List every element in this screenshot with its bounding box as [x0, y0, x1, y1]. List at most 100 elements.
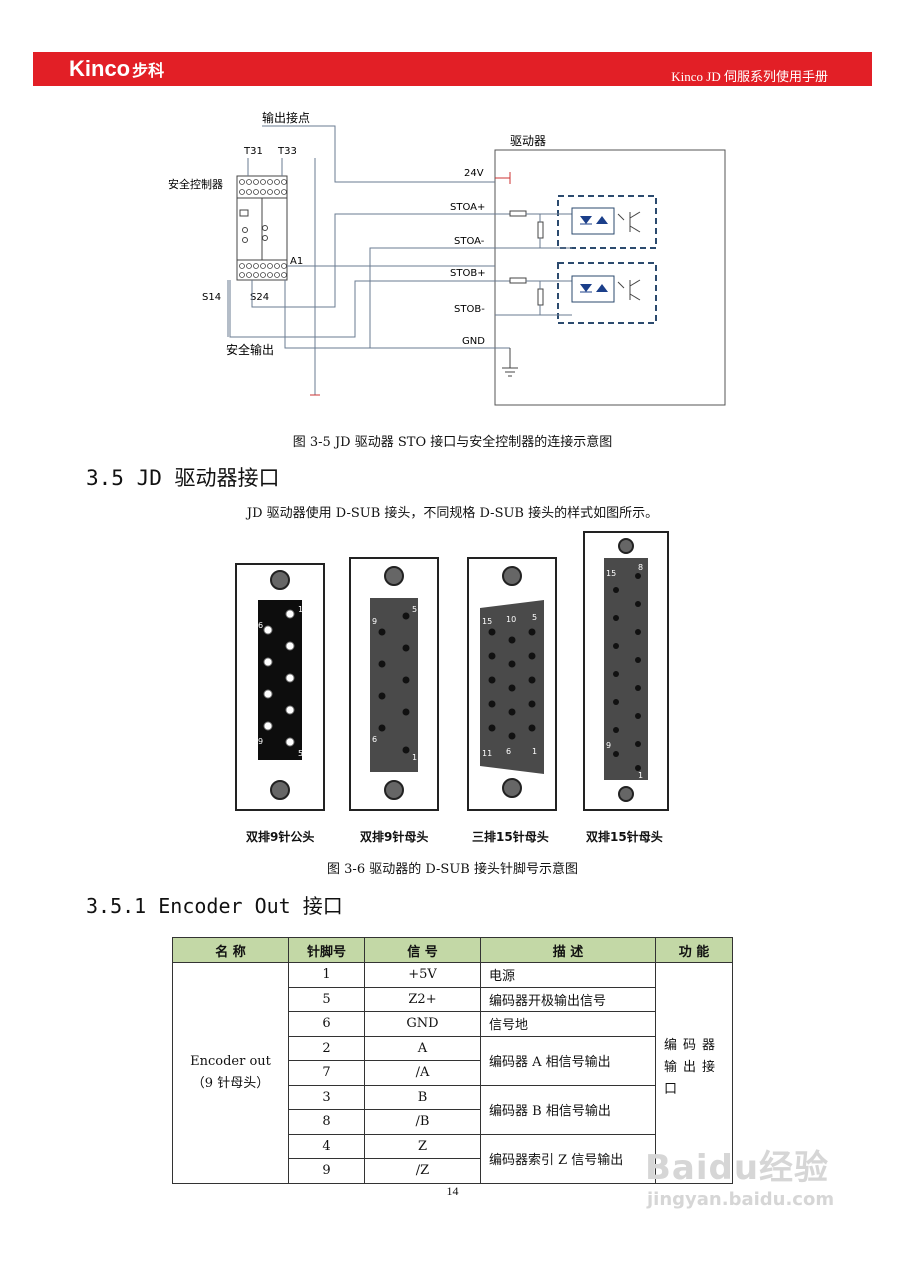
signal: /A: [364, 1060, 481, 1086]
table-row: 3 B 编码器 B 相信号输出: [173, 1084, 733, 1135]
description: 编码器 A 相信号输出: [480, 1035, 656, 1086]
pin-number: 5: [288, 986, 365, 1012]
table-header-row: 名 称 针脚号 信 号 描 述 功 能: [172, 937, 733, 963]
signal: GND: [364, 1011, 481, 1037]
pin-label: 8: [638, 563, 643, 572]
label-s24: S24: [250, 292, 269, 303]
col-header-desc: 描 述: [480, 937, 656, 963]
label-stoa-minus: STOA-: [454, 236, 485, 247]
table-row: 5 Z2+ 编码器开极输出信号: [173, 986, 733, 1012]
manual-title: Kinco JD 伺服系列使用手册: [671, 69, 828, 84]
signal: A: [364, 1035, 481, 1061]
pin-label: 15: [606, 569, 616, 578]
description: 电源: [480, 962, 656, 988]
table-row: 6 GND 信号地: [173, 1011, 733, 1037]
pin-number: 6: [288, 1011, 365, 1037]
connector-9pin-male: 1 6 9 5: [235, 563, 325, 811]
optocoupler-a: [495, 195, 657, 249]
table-row: 8 /B: [173, 1109, 733, 1135]
pin-label: 5: [532, 613, 537, 622]
page-number: 14: [446, 1184, 459, 1198]
pin-number: 3: [288, 1084, 365, 1110]
label-stoa-plus: STOA+: [450, 202, 485, 213]
controller-led: [242, 227, 248, 233]
table-row: Encoder out （9 针母头） 1 +5V 电源 编码器输出接口: [172, 962, 733, 1184]
driver-box: [494, 149, 726, 406]
connector-15pin-2row-female: 8 15 9 1: [583, 531, 669, 811]
encoder-out-pin-table: 名 称 针脚号 信 号 描 述 功 能 Encoder out （9 针母头） …: [172, 937, 733, 1184]
pin-label: 6: [506, 747, 511, 756]
col-header-pin: 针脚号: [288, 937, 365, 963]
section-heading-3-5: 3.5 JD 驱动器接口: [86, 466, 280, 490]
col-header-name: 名 称: [172, 937, 289, 963]
figure-caption-3-5: 图 3-5 JD 驱动器 STO 接口与安全控制器的连接示意图: [292, 435, 613, 450]
sto-wiring-diagram: 输出接点 驱动器 安全控制器 T31 T33 A1 S14 S24 安全输出 2…: [168, 110, 726, 406]
controller-terminals-top: [239, 179, 287, 278]
pin-number: 9: [288, 1158, 365, 1184]
description: 编码器开极输出信号: [480, 986, 656, 1012]
watermark: Baidu经验 jingyan.baidu.com: [645, 1140, 834, 1210]
label-gnd: GND: [462, 336, 485, 347]
signal: Z2+: [364, 986, 481, 1012]
signal: B: [364, 1084, 481, 1110]
pin-label: 5: [412, 605, 417, 614]
pin-label: 6: [258, 621, 263, 630]
brand-name: Kinco: [69, 56, 131, 81]
connector-label-3: 三排15针母头: [472, 830, 549, 844]
pin-number: 1: [288, 962, 365, 988]
signal: /Z: [364, 1158, 481, 1184]
ground-symbol: [495, 347, 518, 377]
connector-label-2: 双排9针母头: [360, 830, 429, 844]
watermark-logo: Baidu经验: [645, 1148, 830, 1188]
pin-label: 15: [482, 617, 492, 626]
table-row: 4 Z 编码器索引 Z 信号输出: [173, 1133, 733, 1184]
label-24v: 24V: [464, 168, 484, 179]
pin-label: 1: [638, 771, 643, 780]
table-row: 2 A 编码器 A 相信号输出: [173, 1035, 733, 1086]
col-header-function: 功 能: [655, 937, 733, 963]
optocoupler-b: [495, 262, 657, 324]
figure-caption-3-6: 图 3-6 驱动器的 D-SUB 接头针脚号示意图: [327, 862, 578, 877]
label-output-contact: 输出接点: [262, 110, 310, 125]
connector-name: Encoder out: [190, 1053, 271, 1069]
label-t33: T33: [277, 146, 297, 157]
label-a1: A1: [290, 256, 303, 267]
pin-number: 2: [288, 1035, 365, 1061]
brand-name-cn: 步科: [132, 63, 165, 80]
label-t31: T31: [243, 146, 263, 157]
table-row: 9 /Z: [173, 1158, 733, 1184]
connector-9pin-female: 5 9 6 1: [349, 557, 439, 811]
pin-label: 6: [372, 735, 377, 744]
signal: Z: [364, 1133, 481, 1159]
pin-label: 1: [532, 747, 537, 756]
connector-name-cell: Encoder out （9 针母头）: [172, 962, 289, 1184]
label-s14: S14: [202, 292, 221, 303]
label-safety-controller: 安全控制器: [168, 177, 223, 191]
dsub-connectors-figure: 1 6 9 5 5 9 6 1 5 10 15 11: [235, 531, 669, 811]
signal: +5V: [364, 962, 481, 988]
pin-label: 1: [412, 753, 417, 762]
section-heading-3-5-1: 3.5.1 Encoder Out 接口: [86, 894, 343, 918]
description: 信号地: [480, 1011, 656, 1037]
function-cell: 编码器输出接口: [655, 962, 733, 1184]
col-header-signal: 信 号: [364, 937, 481, 963]
wiring: [227, 125, 495, 395]
pin-number: 4: [288, 1133, 365, 1159]
pin-label: 1: [298, 605, 303, 614]
table-row: 7 /A: [173, 1060, 733, 1086]
connector-type: （9 针母头）: [191, 1075, 270, 1091]
pin-label: 10: [506, 615, 516, 624]
signal: /B: [364, 1109, 481, 1135]
connector-label-4: 双排15针母头: [586, 830, 663, 844]
watermark-url: jingyan.baidu.com: [647, 1189, 835, 1210]
pin-label: 11: [482, 749, 492, 758]
section-intro: JD 驱动器使用 D-SUB 接头，不同规格 D-SUB 接头的样式如图所示。: [246, 506, 659, 521]
pin-label: 9: [258, 737, 263, 746]
label-stob-minus: STOB-: [454, 304, 485, 315]
pin-label: 9: [372, 617, 377, 626]
label-safety-output: 安全输出: [226, 342, 274, 357]
pin-label: 9: [606, 741, 611, 750]
pin-number: 7: [288, 1060, 365, 1086]
